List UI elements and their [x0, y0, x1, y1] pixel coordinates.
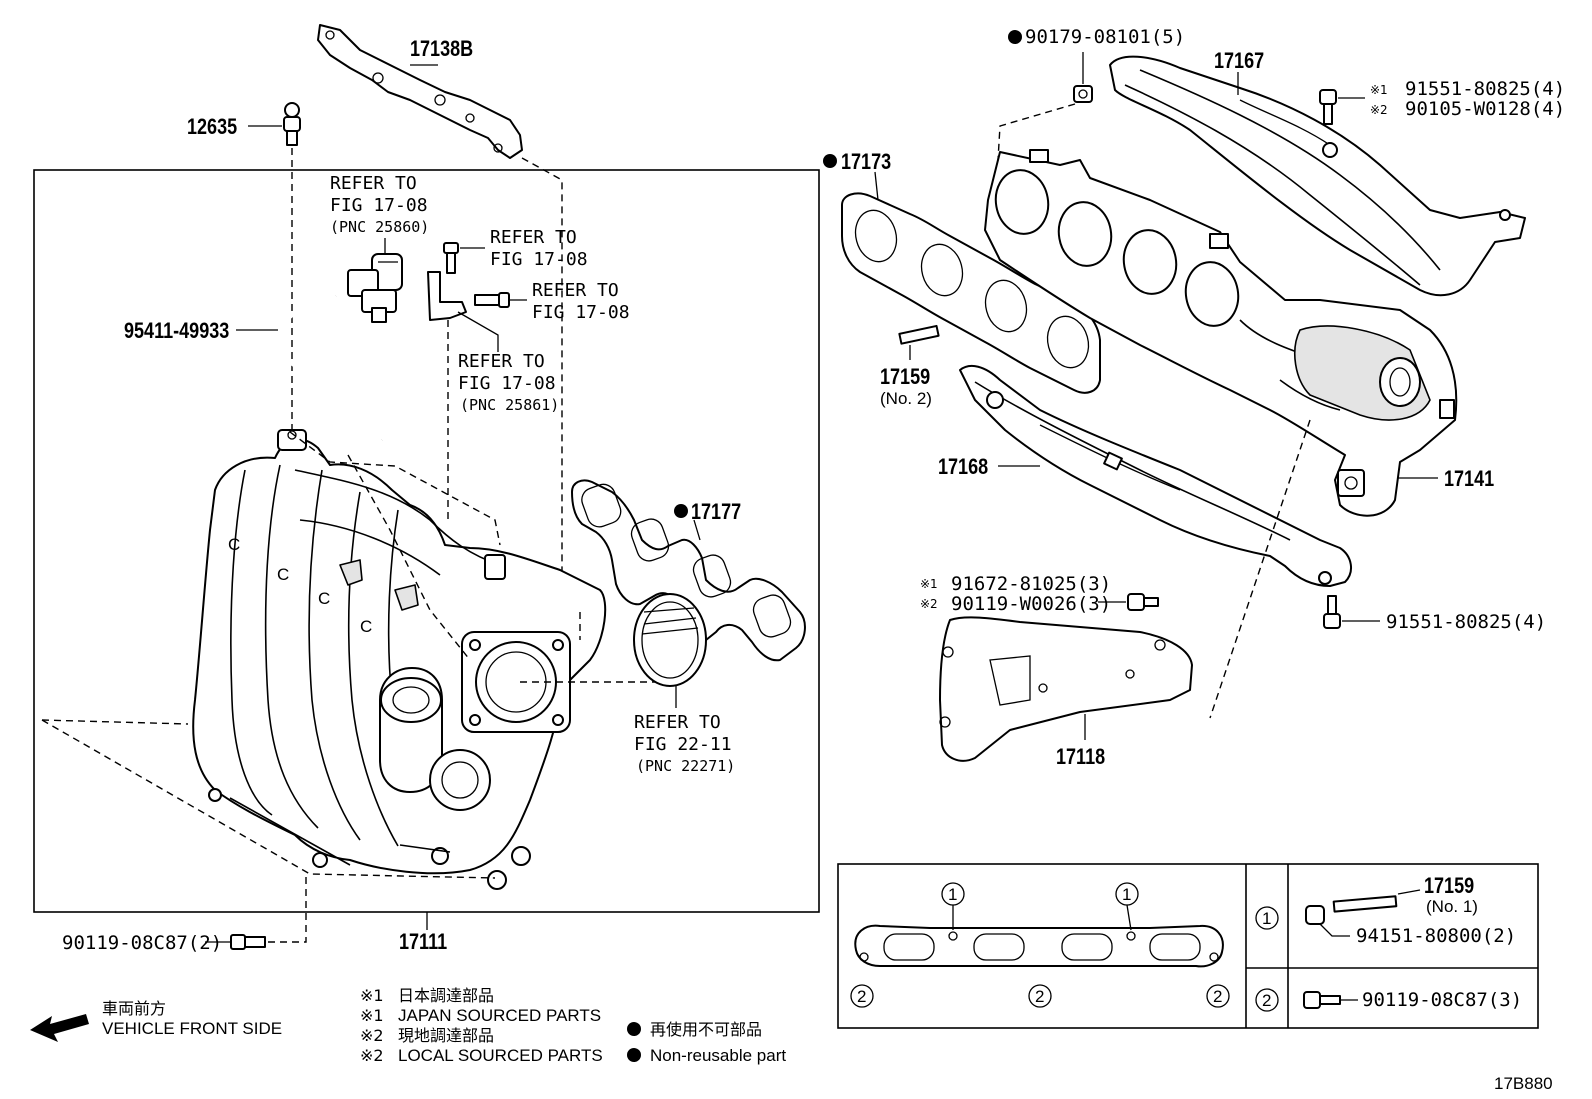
non-reusable-mark-17173 — [823, 154, 837, 168]
refer-fig-17-08-a-line2: FIG 17-08 — [330, 195, 428, 216]
label-17159-no2-sub: (No. 2) — [880, 389, 932, 408]
label-17138b: 17138B — [410, 37, 473, 61]
refer-fig-17-08-c-line1: REFER TO — [532, 280, 619, 301]
label-17177: 17177 — [691, 500, 741, 524]
legend-mark-1b: ※1 — [360, 1006, 384, 1025]
label-17159-no2: 17159 — [880, 365, 930, 389]
label-95411-49933: 95411-49933 — [124, 319, 229, 343]
bolt-91551-90105-upper — [1319, 89, 1337, 125]
svg-text:C: C — [277, 565, 289, 584]
svg-text:C: C — [228, 535, 240, 554]
label-90119-08c87-2: 90119-08C87(2) — [62, 932, 222, 954]
label-17159-no1: 17159 — [1424, 874, 1474, 898]
svg-text:C: C — [360, 617, 372, 636]
label-91672-81025: 91672-81025(3) — [951, 573, 1111, 595]
refer-fig-17-08-b-line1: REFER TO — [490, 227, 577, 248]
table-row-circle-2: 2 — [1262, 991, 1271, 1010]
table-circle-2-right: 2 — [1213, 987, 1222, 1006]
label-90179-08101: 90179-08101(5) — [1025, 26, 1185, 48]
legend-local-jp: 現地調達部品 — [398, 1026, 494, 1045]
refer-fig-17-08-c-line2: FIG 17-08 — [532, 302, 630, 323]
refer-fig-22-11-line1: REFER TO — [634, 712, 721, 733]
nut-90179-08101 — [1073, 85, 1093, 103]
intake-manifold-17111: C C C C — [192, 429, 607, 890]
legend-bullet-1 — [627, 1022, 641, 1036]
bolt-91672-90119-w0026 — [1127, 593, 1159, 611]
legend-mark-2a: ※2 — [360, 1026, 384, 1045]
refer-fig-22-11-pnc: (PNC 22271) — [636, 757, 735, 775]
mark-m1-lower: ※1 — [920, 577, 938, 591]
stud-detail-table: 1 1 2 2 2 1 2 17159 (No. 1) 94151-80800(… — [837, 863, 1539, 1029]
label-17141: 17141 — [1444, 467, 1494, 491]
vacuum-switching-valve — [347, 253, 403, 323]
bolt-91551-80825-lower — [1323, 595, 1341, 629]
label-90119-08c87-3: 90119-08C87(3) — [1362, 989, 1522, 1011]
exhaust-manifold-17141 — [984, 149, 1458, 517]
label-91551-80825-upper: 91551-80825(4) — [1405, 78, 1565, 100]
exhaust-gasket-17173 — [841, 192, 1101, 394]
bolt-12635 — [283, 102, 301, 146]
hose-95411-49933 — [276, 293, 386, 441]
label-90119-w0026: 90119-W0026(3) — [951, 593, 1111, 615]
table-row-circle-1: 1 — [1262, 909, 1271, 928]
legend-mark-1a: ※1 — [360, 986, 384, 1005]
table-circle-2-left: 2 — [857, 987, 866, 1006]
refer-fig-22-11-line2: FIG 22-11 — [634, 734, 732, 755]
bolt-refer-17-08-c — [474, 292, 510, 308]
mark-m2-lower: ※2 — [920, 597, 938, 611]
legend-bullet-2 — [627, 1048, 641, 1062]
refer-fig-17-08-d-pnc: (PNC 25861) — [460, 396, 559, 414]
refer-fig-17-08-d-line1: REFER TO — [458, 351, 545, 372]
non-reusable-mark-17177 — [674, 504, 688, 518]
refer-fig-17-08-d-line2: FIG 17-08 — [458, 373, 556, 394]
table-circle-1-left: 1 — [948, 885, 957, 904]
label-17173: 17173 — [841, 150, 891, 174]
legend-local-en: LOCAL SOURCED PARTS — [398, 1046, 603, 1065]
table-circle-1-right: 1 — [1122, 885, 1131, 904]
label-17118: 17118 — [1056, 745, 1105, 769]
label-94151-80800: 94151-80800(2) — [1356, 925, 1516, 947]
heat-insulator-17167 — [1109, 55, 1526, 297]
mark-m1-upper: ※1 — [1370, 83, 1388, 97]
legend-japan-jp: 日本調達部品 — [398, 986, 494, 1005]
legend-mark-2b: ※2 — [360, 1046, 384, 1065]
throttle-body-gasket — [633, 593, 707, 687]
figure-code: 17B880 — [1494, 1074, 1553, 1093]
bolt-90119-08c87-2 — [230, 934, 266, 950]
stud-17159-no2 — [898, 324, 940, 345]
label-17159-no1-sub: (No. 1) — [1426, 897, 1478, 916]
label-17111: 17111 — [399, 930, 447, 954]
svg-text:C: C — [318, 589, 330, 608]
label-91551-80825-lower: 91551-80825(4) — [1386, 611, 1546, 633]
legend-nonreusable-en: Non-reusable part — [650, 1046, 786, 1065]
label-12635: 12635 — [187, 115, 237, 139]
label-17167: 17167 — [1214, 49, 1264, 73]
legend-japan-en: JAPAN SOURCED PARTS — [398, 1006, 601, 1025]
label-90105-w0128: 90105-W0128(4) — [1405, 98, 1565, 120]
refer-fig-17-08-a-pnc: (PNC 25860) — [330, 218, 429, 236]
refer-fig-17-08-a-line1: REFER TO — [330, 173, 417, 194]
non-reusable-mark-90179-08101 — [1008, 30, 1022, 44]
valve-bracket — [427, 271, 467, 321]
gasket-17177 — [571, 479, 806, 662]
refer-fig-17-08-b-line2: FIG 17-08 — [490, 249, 588, 270]
table-circle-2-mid: 2 — [1035, 987, 1044, 1006]
bracket-17118 — [939, 616, 1193, 762]
heat-insulator-17168 — [959, 364, 1352, 587]
label-17168: 17168 — [938, 455, 988, 479]
bracket-17138b — [317, 24, 523, 159]
vehicle-front-arrow — [30, 1014, 89, 1042]
bolt-refer-17-08-b — [443, 242, 459, 274]
vehicle-front-en: VEHICLE FRONT SIDE — [102, 1019, 282, 1038]
legend-nonreusable-jp: 再使用不可部品 — [650, 1020, 762, 1039]
vehicle-front-jp: 車両前方 — [102, 999, 166, 1018]
mark-m2-upper: ※2 — [1370, 103, 1388, 117]
